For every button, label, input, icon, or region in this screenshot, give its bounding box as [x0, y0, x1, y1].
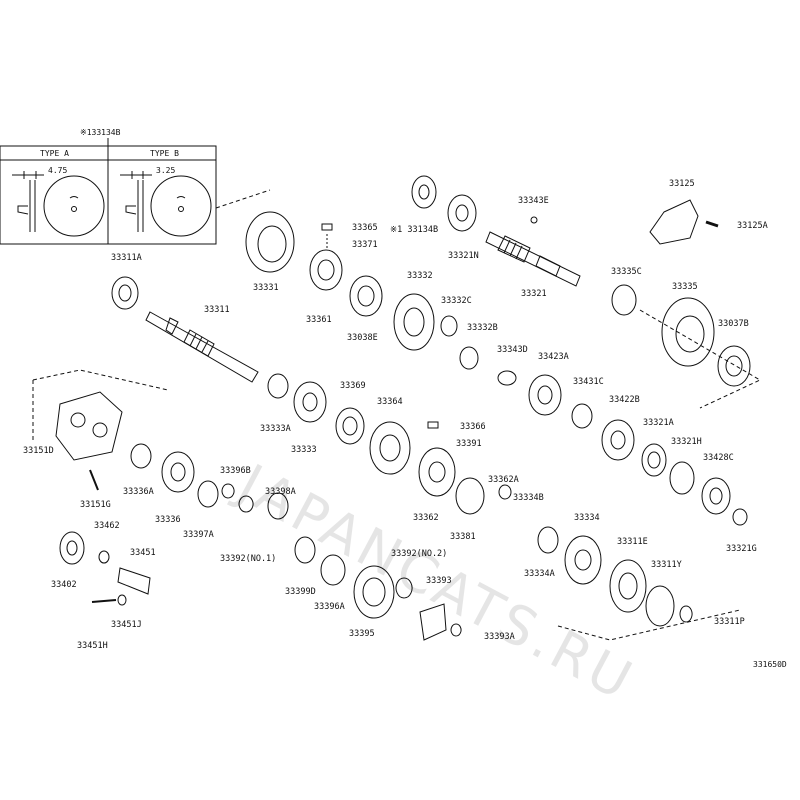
part-label-33431C[interactable]: 33431C: [573, 377, 604, 387]
part-shapes: [55, 175, 751, 641]
part-label-33311Y[interactable]: 33311Y: [651, 560, 682, 570]
part-label-33343D[interactable]: 33343D: [497, 345, 528, 355]
part-label-33364[interactable]: 33364: [377, 397, 403, 407]
part-label-33397A[interactable]: 33397A: [183, 530, 214, 540]
part-label-33428C[interactable]: 33428C: [703, 453, 734, 463]
part-label-33334B[interactable]: 33334B: [513, 493, 544, 503]
part-label-33393[interactable]: 33393: [426, 576, 452, 586]
part-label-33125A[interactable]: 33125A: [737, 221, 768, 231]
part-label-33334A[interactable]: 33334A: [524, 569, 555, 579]
part-label-33393A[interactable]: 33393A: [484, 632, 515, 642]
inset-type-b-dim: 3.25: [156, 166, 176, 175]
inset-reference-label: ※133134B: [80, 128, 121, 137]
part-label-33037B[interactable]: 33037B: [718, 319, 749, 329]
part-label-33451H[interactable]: 33451H: [77, 641, 108, 651]
part-label-33399D[interactable]: 33399D: [285, 587, 316, 597]
part-label-33462[interactable]: 33462: [94, 521, 120, 531]
part-label-33362A[interactable]: 33362A: [488, 475, 519, 485]
diagram-code: 331650D: [753, 660, 787, 669]
part-label-33332B[interactable]: 33332B: [467, 323, 498, 333]
part-label-33335[interactable]: 33335: [672, 282, 698, 292]
part-label-33392-no2[interactable]: 33392(NO.2): [391, 549, 448, 559]
part-label-33311P[interactable]: 33311P: [714, 617, 745, 627]
part-label-33333[interactable]: 33333: [291, 445, 317, 455]
part-label-33334[interactable]: 33334: [574, 513, 600, 523]
part-label-33395[interactable]: 33395: [349, 629, 375, 639]
inset-type-a-dim: 4.75: [48, 166, 68, 175]
part-label-33321A[interactable]: 33321A: [643, 418, 674, 428]
part-label-33391[interactable]: 33391: [456, 439, 482, 449]
part-label-33333A[interactable]: 33333A: [260, 424, 291, 434]
part-label-33398A[interactable]: 33398A: [265, 487, 296, 497]
part-label-33311[interactable]: 33311: [204, 305, 230, 315]
part-label-33361[interactable]: 33361: [306, 315, 332, 325]
part-label-33321H[interactable]: 33321H: [671, 437, 702, 447]
part-label-33423A[interactable]: 33423A: [538, 352, 569, 362]
part-label-33335C[interactable]: 33335C: [611, 267, 642, 277]
part-label-33336[interactable]: 33336: [155, 515, 181, 525]
part-label-33371[interactable]: 33371: [352, 240, 378, 250]
part-label-33451J[interactable]: 33451J: [111, 620, 142, 630]
part-label-33332C[interactable]: 33332C: [441, 296, 472, 306]
part-label-33311E[interactable]: 33311E: [617, 537, 648, 547]
part-label-33396B[interactable]: 33396B: [220, 466, 251, 476]
part-label-33321N[interactable]: 33321N: [448, 251, 479, 261]
part-label-33321[interactable]: 33321: [521, 289, 547, 299]
part-label-33451[interactable]: 33451: [130, 548, 156, 558]
part-label-33134B[interactable]: ※1 33134B: [390, 225, 439, 235]
part-label-33392-no1[interactable]: 33392(NO.1): [220, 554, 277, 564]
part-label-33151D[interactable]: 33151D: [23, 446, 54, 456]
part-label-33311A[interactable]: 33311A: [111, 253, 142, 263]
part-label-33336A[interactable]: 33336A: [123, 487, 154, 497]
part-label-33366[interactable]: 33366: [460, 422, 486, 432]
type-inset: [0, 138, 217, 245]
part-label-33365[interactable]: 33365: [352, 223, 378, 233]
part-label-33038E[interactable]: 33038E: [347, 333, 378, 343]
part-label-33381[interactable]: 33381: [450, 532, 476, 542]
part-label-33343E[interactable]: 33343E: [518, 196, 549, 206]
part-label-33125[interactable]: 33125: [669, 179, 695, 189]
part-label-33396A[interactable]: 33396A: [314, 602, 345, 612]
part-label-33151G[interactable]: 33151G: [80, 500, 111, 510]
inset-type-a-title: TYPE A: [40, 149, 69, 158]
part-label-33362[interactable]: 33362: [413, 513, 439, 523]
part-label-33369[interactable]: 33369: [340, 381, 366, 391]
part-label-33331[interactable]: 33331: [253, 283, 279, 293]
part-label-33321G[interactable]: 33321G: [726, 544, 757, 554]
part-label-33422B[interactable]: 33422B: [609, 395, 640, 405]
part-label-33332[interactable]: 33332: [407, 271, 433, 281]
inset-type-b-title: TYPE B: [150, 149, 179, 158]
part-label-33402[interactable]: 33402: [51, 580, 77, 590]
counter-shaft-drawing: [485, 231, 581, 287]
input-shaft-drawing: [145, 311, 259, 383]
